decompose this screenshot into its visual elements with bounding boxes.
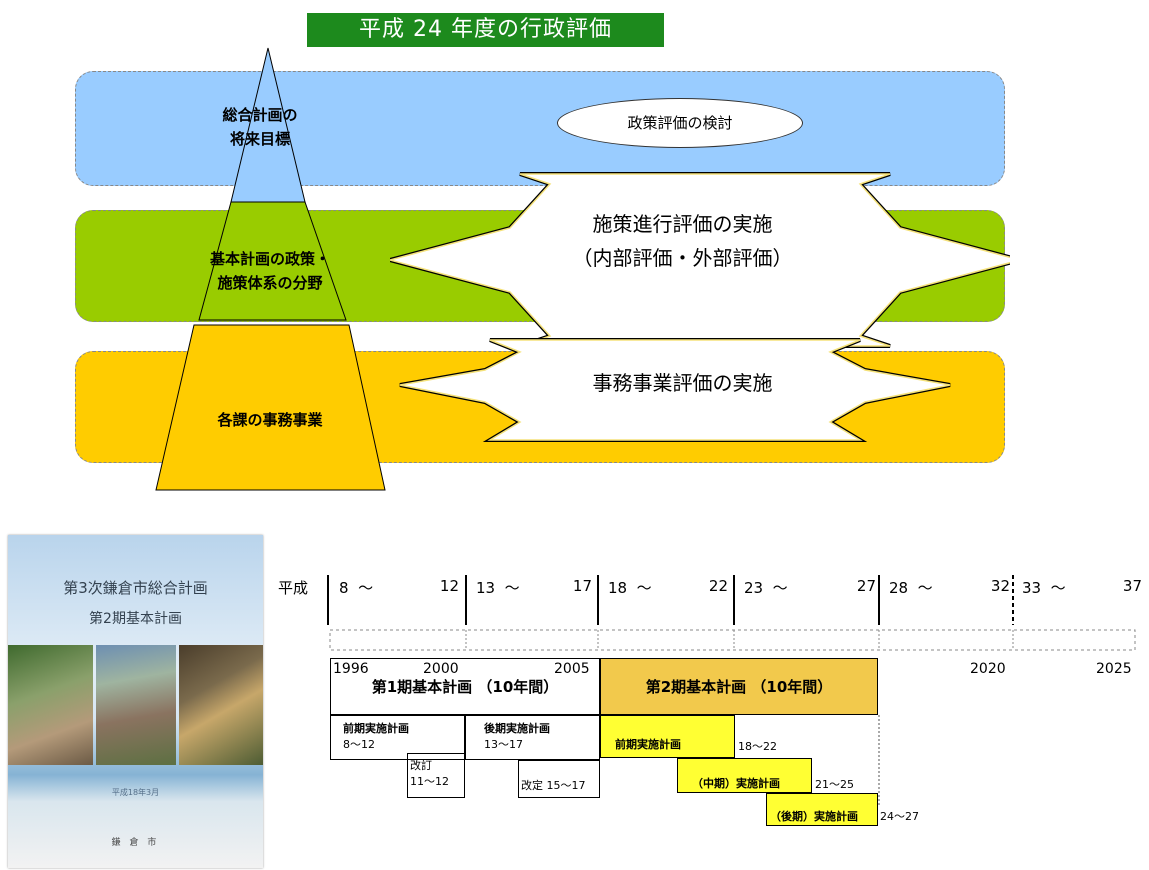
period-6-sep: 〜: [1050, 579, 1066, 597]
band-goal: [75, 71, 1005, 186]
plan1-revise: 改訂 11〜12: [407, 753, 465, 798]
period-6-from: 33: [1022, 579, 1042, 597]
plan1-revise-label: 改訂: [410, 759, 432, 772]
period-1-from: 8: [339, 579, 349, 597]
policy-eval-ellipse: 政策評価の検討: [557, 98, 803, 148]
year-2025: 2025: [1096, 661, 1132, 677]
pyramid-mid-line1: 基本計画の政策・: [209, 250, 330, 268]
plan2-first-range: 18〜22: [738, 740, 777, 753]
cover-photo-town: [96, 645, 176, 765]
cover-photo-rock: [179, 645, 263, 765]
plan2-late-impl: （後期）実施計画: [766, 793, 878, 826]
period-5-from: 28: [889, 579, 909, 597]
period-4-from: 23: [744, 579, 764, 597]
pyramid-top-line2: 将来目標: [229, 130, 290, 148]
year-2000: 2000: [423, 661, 459, 677]
period-4: 23 〜 27: [744, 577, 876, 598]
plan1-second-label: 後期実施計画: [484, 722, 550, 735]
period-2-to: 17: [572, 577, 592, 595]
pyramid-top-label: 総合計画の 将来目標: [200, 103, 320, 151]
era-label: 平成: [278, 579, 309, 597]
period-3-from: 18: [608, 579, 628, 597]
period-5: 28 〜 32: [889, 577, 1010, 598]
star-policy-eval-text: 施策進行評価の実施 （内部評価・外部評価）: [510, 207, 855, 275]
eval-star-shapes: [390, 172, 1010, 442]
star-policy-line2: （内部評価・外部評価）: [572, 246, 793, 270]
plan1-revise-range: 11〜12: [410, 775, 449, 788]
period-6: 33 〜 37: [1022, 577, 1142, 598]
plan2-mid-impl: （中期）実施計画: [677, 758, 812, 793]
plan1-first-label: 前期実施計画: [343, 722, 409, 735]
period-1-to: 12: [439, 577, 459, 595]
cover-date-note: 平成18年3月: [111, 788, 160, 797]
period-4-to: 27: [856, 577, 876, 595]
cover-photo-street: [8, 645, 93, 765]
period-3: 18 〜 22: [608, 577, 728, 598]
page-title: 平成 24 年度の行政評価: [307, 13, 664, 47]
period-5-sep: 〜: [917, 579, 933, 597]
period-3-to: 22: [708, 577, 728, 595]
plan2-bar: 第2期基本計画 （10年間）: [600, 658, 878, 715]
year-2020: 2020: [970, 661, 1006, 677]
period-4-sep: 〜: [772, 579, 788, 597]
plan2-first-impl: 前期実施計画: [600, 715, 735, 758]
pyramid-mid-label: 基本計画の政策・ 施策体系の分野: [170, 247, 370, 295]
pyramid-graphic: [155, 47, 386, 491]
star-policy-line1: 施策進行評価の実施: [592, 212, 773, 236]
plan2-late-range: 24〜27: [880, 810, 919, 823]
period-1-sep: 〜: [358, 579, 374, 597]
cover-subtitle: 第2期基本計画: [89, 611, 182, 627]
plan1-second-impl: 後期実施計画 13〜17: [465, 715, 600, 760]
period-2: 13 〜 17: [476, 577, 592, 598]
year-1996: 1996: [333, 661, 369, 677]
period-2-from: 13: [476, 579, 496, 597]
pyramid-bottom-label: 各課の事務事業: [217, 411, 323, 429]
pyramid-mid-line2: 施策体系の分野: [217, 274, 323, 292]
plan1-revise2: 改定 15〜17: [518, 760, 600, 798]
period-2-sep: 〜: [504, 579, 520, 597]
plan1-second-range: 13〜17: [484, 738, 523, 751]
plan2-mid-range: 21〜25: [815, 778, 854, 791]
cover-publisher: 鎌 倉 市: [111, 838, 160, 848]
cover-title: 第3次鎌倉市総合計画: [63, 579, 208, 597]
period-3-sep: 〜: [636, 579, 652, 597]
plan1-first-range: 8〜12: [343, 738, 375, 751]
plan-cover-image: 第3次鎌倉市総合計画 第2期基本計画 平成18年3月 鎌 倉 市: [8, 535, 263, 868]
pyramid-top-line1: 総合計画の: [222, 106, 298, 124]
timeline-grid: [327, 575, 1136, 805]
period-1: 8 〜 12: [339, 577, 459, 598]
period-6-to: 37: [1122, 577, 1142, 595]
year-2005: 2005: [554, 661, 590, 677]
plan1-bar: 第1期基本計画 （10年間）: [330, 658, 600, 715]
plan1-first-impl: 前期実施計画 8〜12: [330, 715, 465, 760]
period-5-to: 32: [990, 577, 1010, 595]
star-project-eval-text: 事務事業評価の実施: [592, 371, 773, 395]
